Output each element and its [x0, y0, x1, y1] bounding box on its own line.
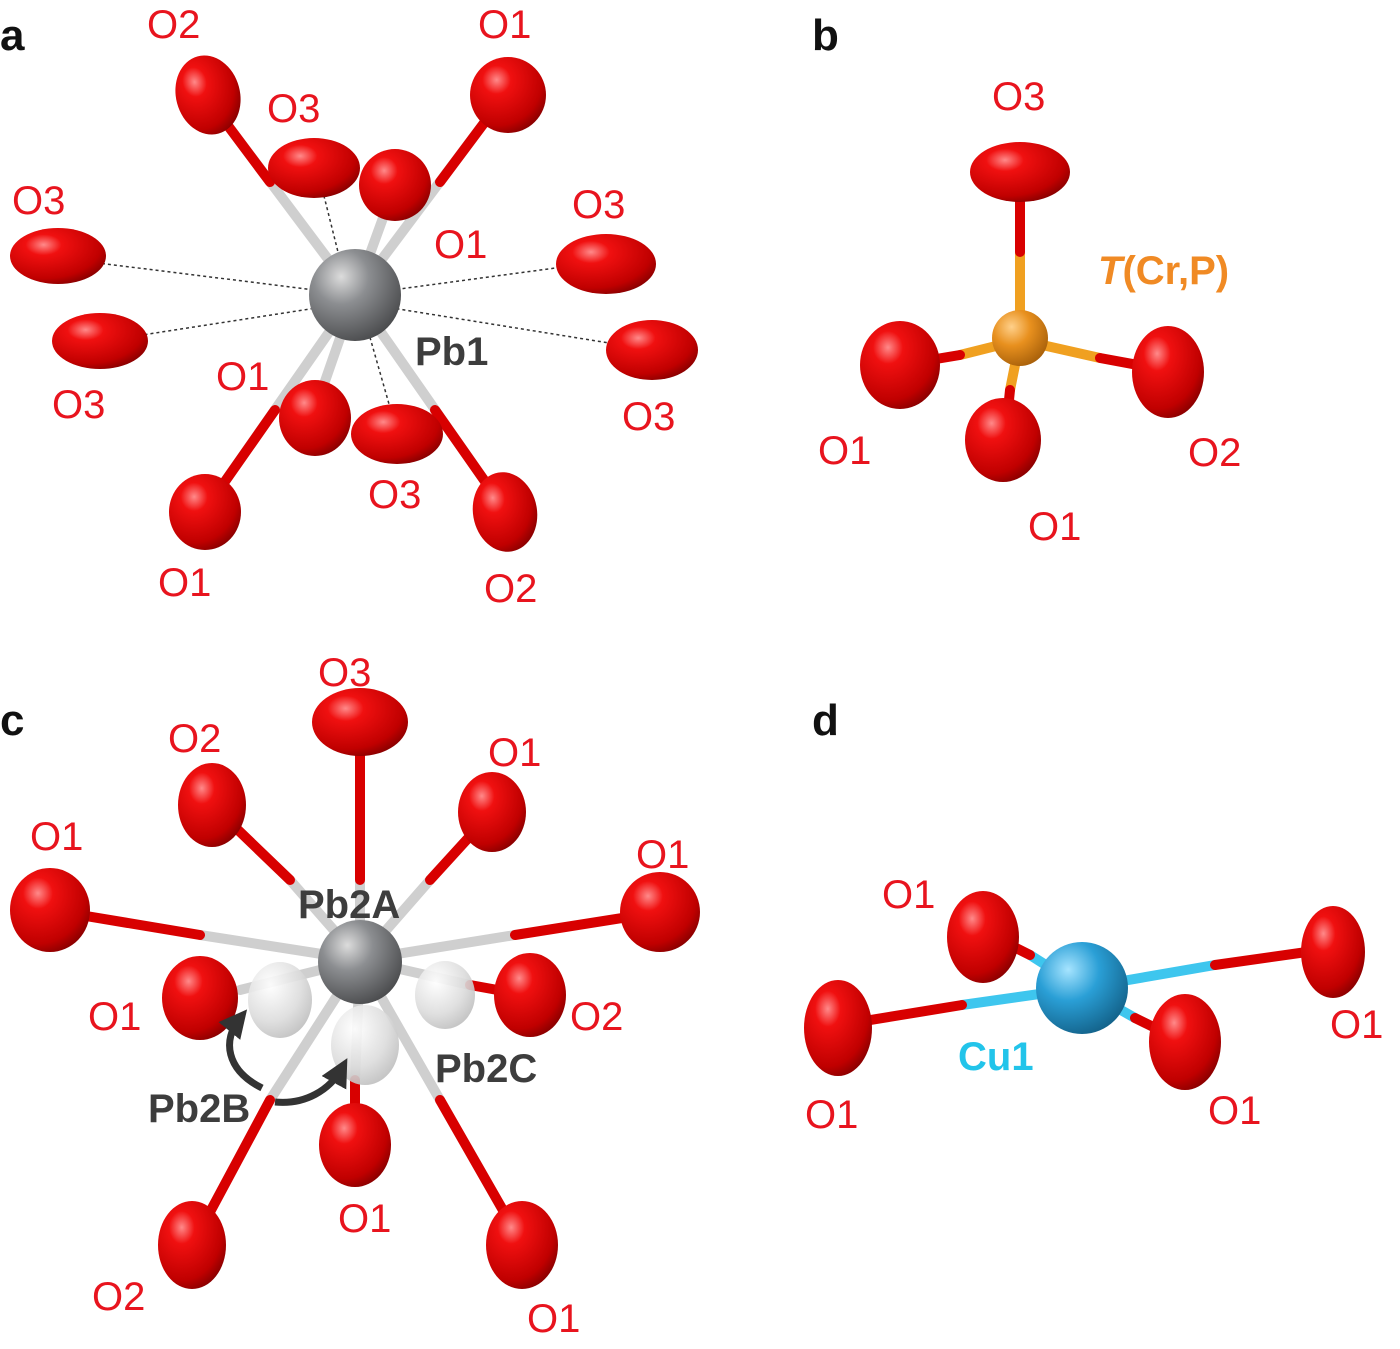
oxygen-atom	[556, 234, 656, 294]
pb1-label: Pb1	[415, 330, 488, 374]
oxygen-atom	[351, 404, 443, 464]
panel-c: c	[0, 651, 700, 1341]
o-label: O1	[1208, 1089, 1261, 1133]
o-label: O3	[12, 179, 65, 223]
oxygen-atom	[169, 474, 241, 550]
oxygen-atom	[158, 1201, 226, 1289]
o-label: O3	[992, 75, 1045, 119]
o-label: O3	[622, 395, 675, 439]
o-label: O1	[1330, 1003, 1383, 1047]
o-label: O1	[158, 561, 211, 605]
o-label: O1	[882, 873, 935, 917]
oxygen-atom	[470, 57, 546, 133]
pb2c-site	[415, 961, 475, 1029]
oxygen-atom	[162, 956, 238, 1040]
oxygen-atom	[178, 763, 246, 847]
oxygen-atom	[486, 1201, 558, 1289]
oxygen-atom	[1301, 906, 1365, 998]
oxygen-atom	[52, 313, 148, 369]
o-label: O3	[572, 183, 625, 227]
pb2b-label: Pb2B	[148, 1087, 250, 1131]
panel-d-oxygens	[804, 891, 1365, 1090]
t-label-italic: T	[1098, 249, 1126, 293]
cu1-atom	[1036, 942, 1128, 1034]
oxygen-atom	[860, 321, 940, 409]
pb1-atom	[309, 249, 401, 341]
panel-c-oxygens	[10, 688, 700, 1289]
pb2b-site	[248, 962, 312, 1038]
panel-c-letter: c	[0, 696, 24, 745]
o-label: O1	[527, 1297, 580, 1341]
panel-b-oxygens	[860, 142, 1204, 482]
panel-b: b T(Cr,P) O3 O1 O2 O1	[812, 11, 1241, 549]
oxygen-atom	[359, 149, 431, 221]
o-label: O1	[478, 3, 531, 47]
o-label: O2	[147, 3, 200, 47]
pb2-disorder-sites	[248, 961, 475, 1085]
pb2a-label: Pb2A	[298, 883, 400, 927]
oxygen-atom	[175, 55, 241, 135]
panel-a-oxygens	[10, 55, 698, 552]
o-label: O1	[636, 833, 689, 877]
o-label: O1	[88, 995, 141, 1039]
o-label: O1	[488, 731, 541, 775]
o-label: O3	[267, 87, 320, 131]
pb2b-arrow	[218, 1009, 264, 1092]
o-label: O1	[216, 355, 269, 399]
oxygen-atom	[804, 980, 872, 1076]
oxygen-atom	[458, 772, 526, 852]
oxygen-atom	[279, 380, 351, 456]
oxygen-atom	[1132, 326, 1204, 418]
panel-a-letter: a	[0, 11, 25, 60]
pb2b-arrow	[274, 1058, 348, 1106]
o-label: O3	[52, 383, 105, 427]
o-label: O1	[30, 815, 83, 859]
o-label: O3	[318, 651, 371, 695]
oxygen-atom	[472, 472, 538, 552]
panel-a: a	[0, 3, 698, 611]
pb2b-site	[331, 1005, 399, 1085]
o-label: O1	[434, 223, 487, 267]
oxygen-atom	[10, 868, 90, 952]
oxygen-atom	[10, 228, 106, 284]
oxygen-atom	[965, 398, 1041, 482]
oxygen-atom	[1149, 994, 1221, 1090]
t-bonds	[895, 165, 1170, 445]
o-label: O1	[818, 429, 871, 473]
oxygen-atom	[606, 320, 698, 380]
oxygen-atom	[268, 138, 360, 198]
oxygen-atom	[319, 1103, 391, 1187]
pb2a-atom	[318, 920, 402, 1004]
o-label: O2	[1188, 431, 1241, 475]
o-label: O3	[368, 473, 421, 517]
oxygen-atom	[947, 891, 1019, 983]
panel-d-letter: d	[812, 696, 839, 745]
o-label: O1	[338, 1197, 391, 1241]
o-label: O2	[484, 567, 537, 611]
o-label: O1	[1028, 505, 1081, 549]
panel-d: d Cu1 O1 O1 O1 O1	[804, 696, 1383, 1137]
pb2c-label: Pb2C	[435, 1047, 537, 1091]
panel-b-letter: b	[812, 11, 839, 60]
t-atom	[992, 310, 1048, 366]
o-label: O2	[168, 717, 221, 761]
oxygen-atom	[620, 872, 700, 952]
oxygen-atom	[312, 688, 408, 756]
cu1-label: Cu1	[958, 1035, 1034, 1079]
oxygen-atom	[494, 953, 566, 1037]
t-label-rest: (Cr,P)	[1122, 249, 1229, 293]
o-label: O2	[570, 995, 623, 1039]
t-label: T(Cr,P)	[1098, 249, 1229, 293]
o-label: O2	[92, 1275, 145, 1319]
o-label: O1	[805, 1093, 858, 1137]
oxygen-atom	[970, 142, 1070, 202]
